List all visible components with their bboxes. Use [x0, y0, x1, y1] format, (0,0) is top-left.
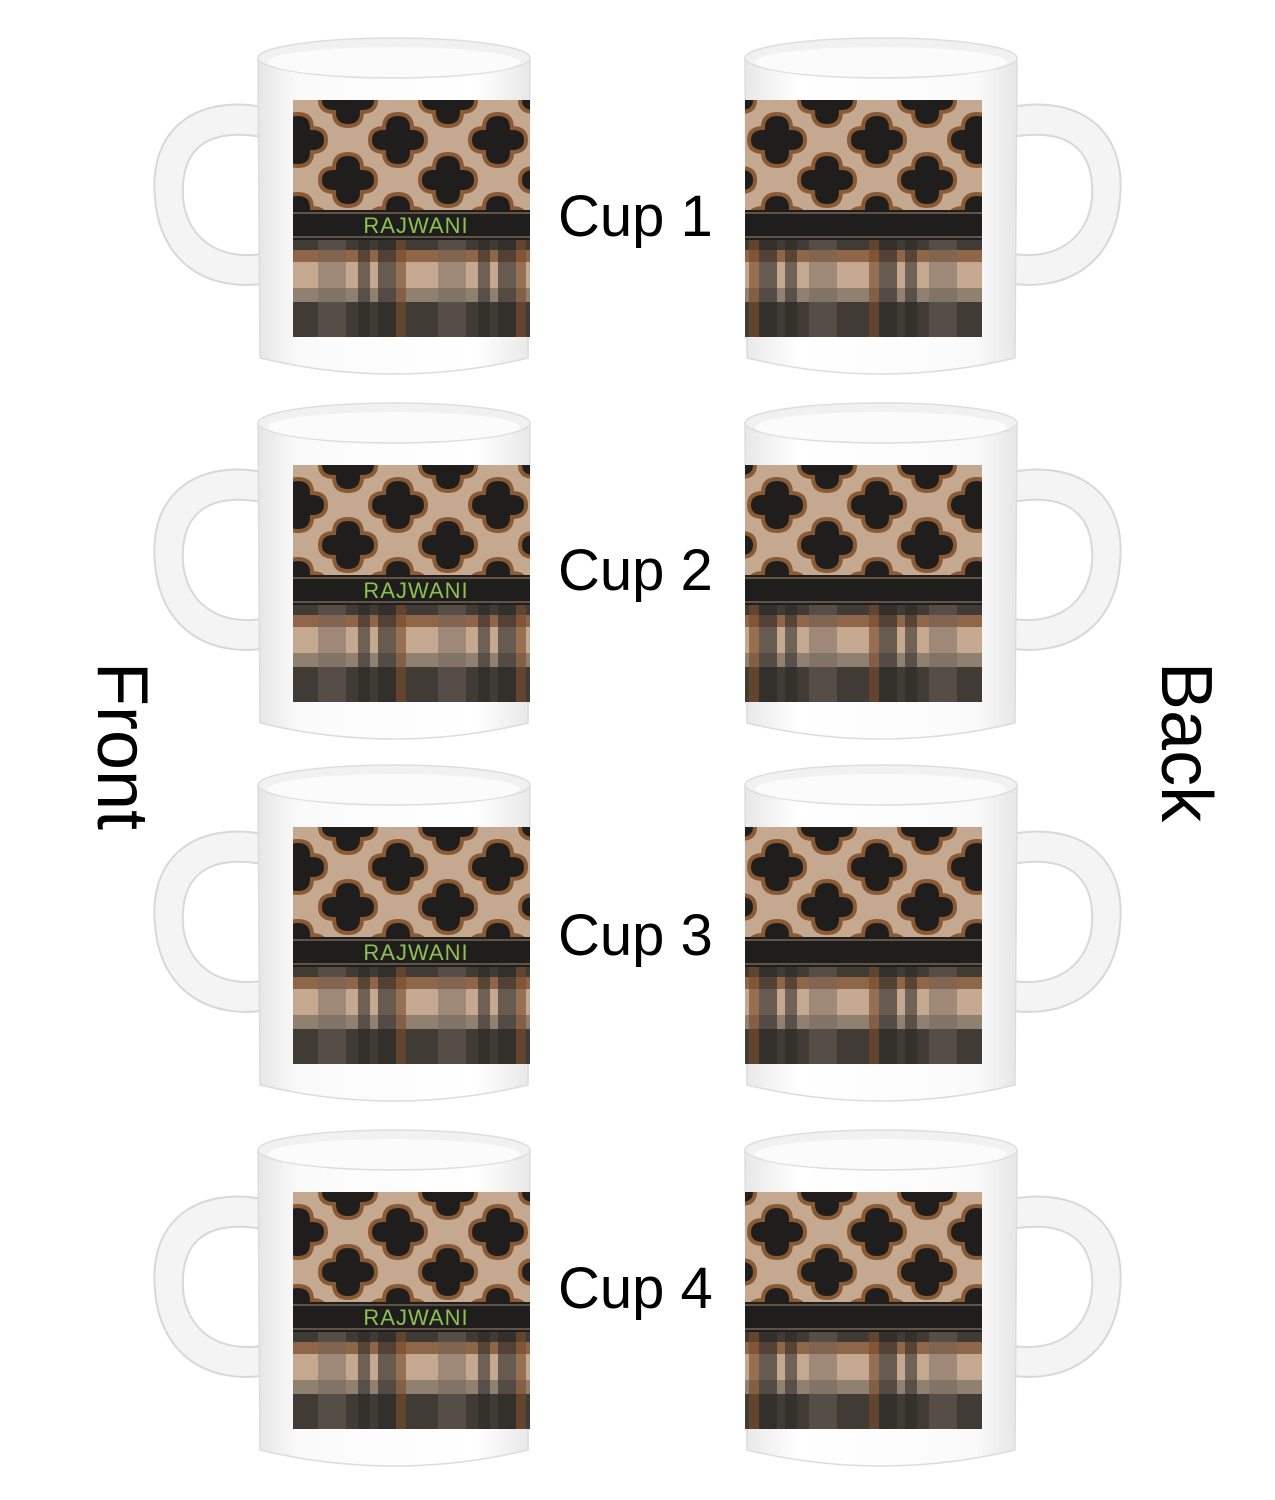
- mug-handle: [1006, 468, 1122, 651]
- mug-handle: [1006, 830, 1122, 1013]
- mug-print: [293, 465, 530, 702]
- monogram-text: RAJWANI: [363, 1305, 468, 1330]
- monogram-band: [745, 937, 982, 967]
- quatrefoil-pattern: [293, 1192, 530, 1304]
- mug-print: [745, 465, 982, 702]
- quatrefoil-pattern: [745, 1192, 982, 1304]
- monogram-band: [293, 1302, 530, 1332]
- cup-label-3: Cup 3: [558, 903, 713, 968]
- mug-front-cup-1: RAJWANI: [153, 37, 531, 375]
- monogram-band: [745, 575, 982, 605]
- plaid-pattern: [293, 605, 530, 702]
- monogram-text: RAJWANI: [363, 578, 468, 603]
- monogram-band: [745, 210, 982, 240]
- quatrefoil-pattern: [745, 465, 982, 577]
- plaid-pattern: [745, 1332, 982, 1429]
- mug-print: [745, 1192, 982, 1429]
- mug-back-cup-2: [744, 402, 1122, 740]
- quatrefoil-pattern: [745, 827, 982, 939]
- plaid-pattern: [293, 240, 530, 337]
- quatrefoil-pattern: [745, 100, 982, 212]
- quatrefoil-pattern: [293, 465, 530, 577]
- monogram-band: [293, 210, 530, 240]
- mug-handle: [153, 830, 269, 1013]
- mug-print: [293, 1192, 530, 1429]
- mug-back-cup-3: [744, 764, 1122, 1102]
- mug-print: [745, 100, 982, 337]
- quatrefoil-pattern: [293, 100, 530, 212]
- quatrefoil-pattern: [293, 827, 530, 939]
- cup-label-2: Cup 2: [558, 538, 713, 603]
- monogram-band: [293, 575, 530, 605]
- cup-label-4: Cup 4: [558, 1256, 713, 1321]
- mug-print: [293, 100, 530, 337]
- front-label: Front: [82, 662, 162, 831]
- monogram-band: [745, 1302, 982, 1332]
- plaid-pattern: [293, 967, 530, 1064]
- plaid-pattern: [745, 240, 982, 337]
- mug-handle: [153, 103, 269, 286]
- mug-back-cup-1: [744, 37, 1122, 375]
- mug-handle: [153, 1195, 269, 1378]
- mug-handle: [1006, 1195, 1122, 1378]
- mug-front-cup-2: RAJWANI: [153, 402, 531, 740]
- plaid-pattern: [745, 605, 982, 702]
- mug-print: [745, 827, 982, 1064]
- monogram-text: RAJWANI: [363, 940, 468, 965]
- back-label: Back: [1146, 662, 1226, 823]
- mug-handle: [153, 468, 269, 651]
- cup-label-1: Cup 1: [558, 184, 713, 249]
- monogram-text: RAJWANI: [363, 213, 468, 238]
- mug-front-cup-4: RAJWANI: [153, 1129, 531, 1467]
- mug-print: [293, 827, 530, 1064]
- monogram-band: [293, 937, 530, 967]
- mug-handle: [1006, 103, 1122, 286]
- mug-front-cup-3: RAJWANI: [153, 764, 531, 1102]
- plaid-pattern: [293, 1332, 530, 1429]
- mug-back-cup-4: [744, 1129, 1122, 1467]
- plaid-pattern: [745, 967, 982, 1064]
